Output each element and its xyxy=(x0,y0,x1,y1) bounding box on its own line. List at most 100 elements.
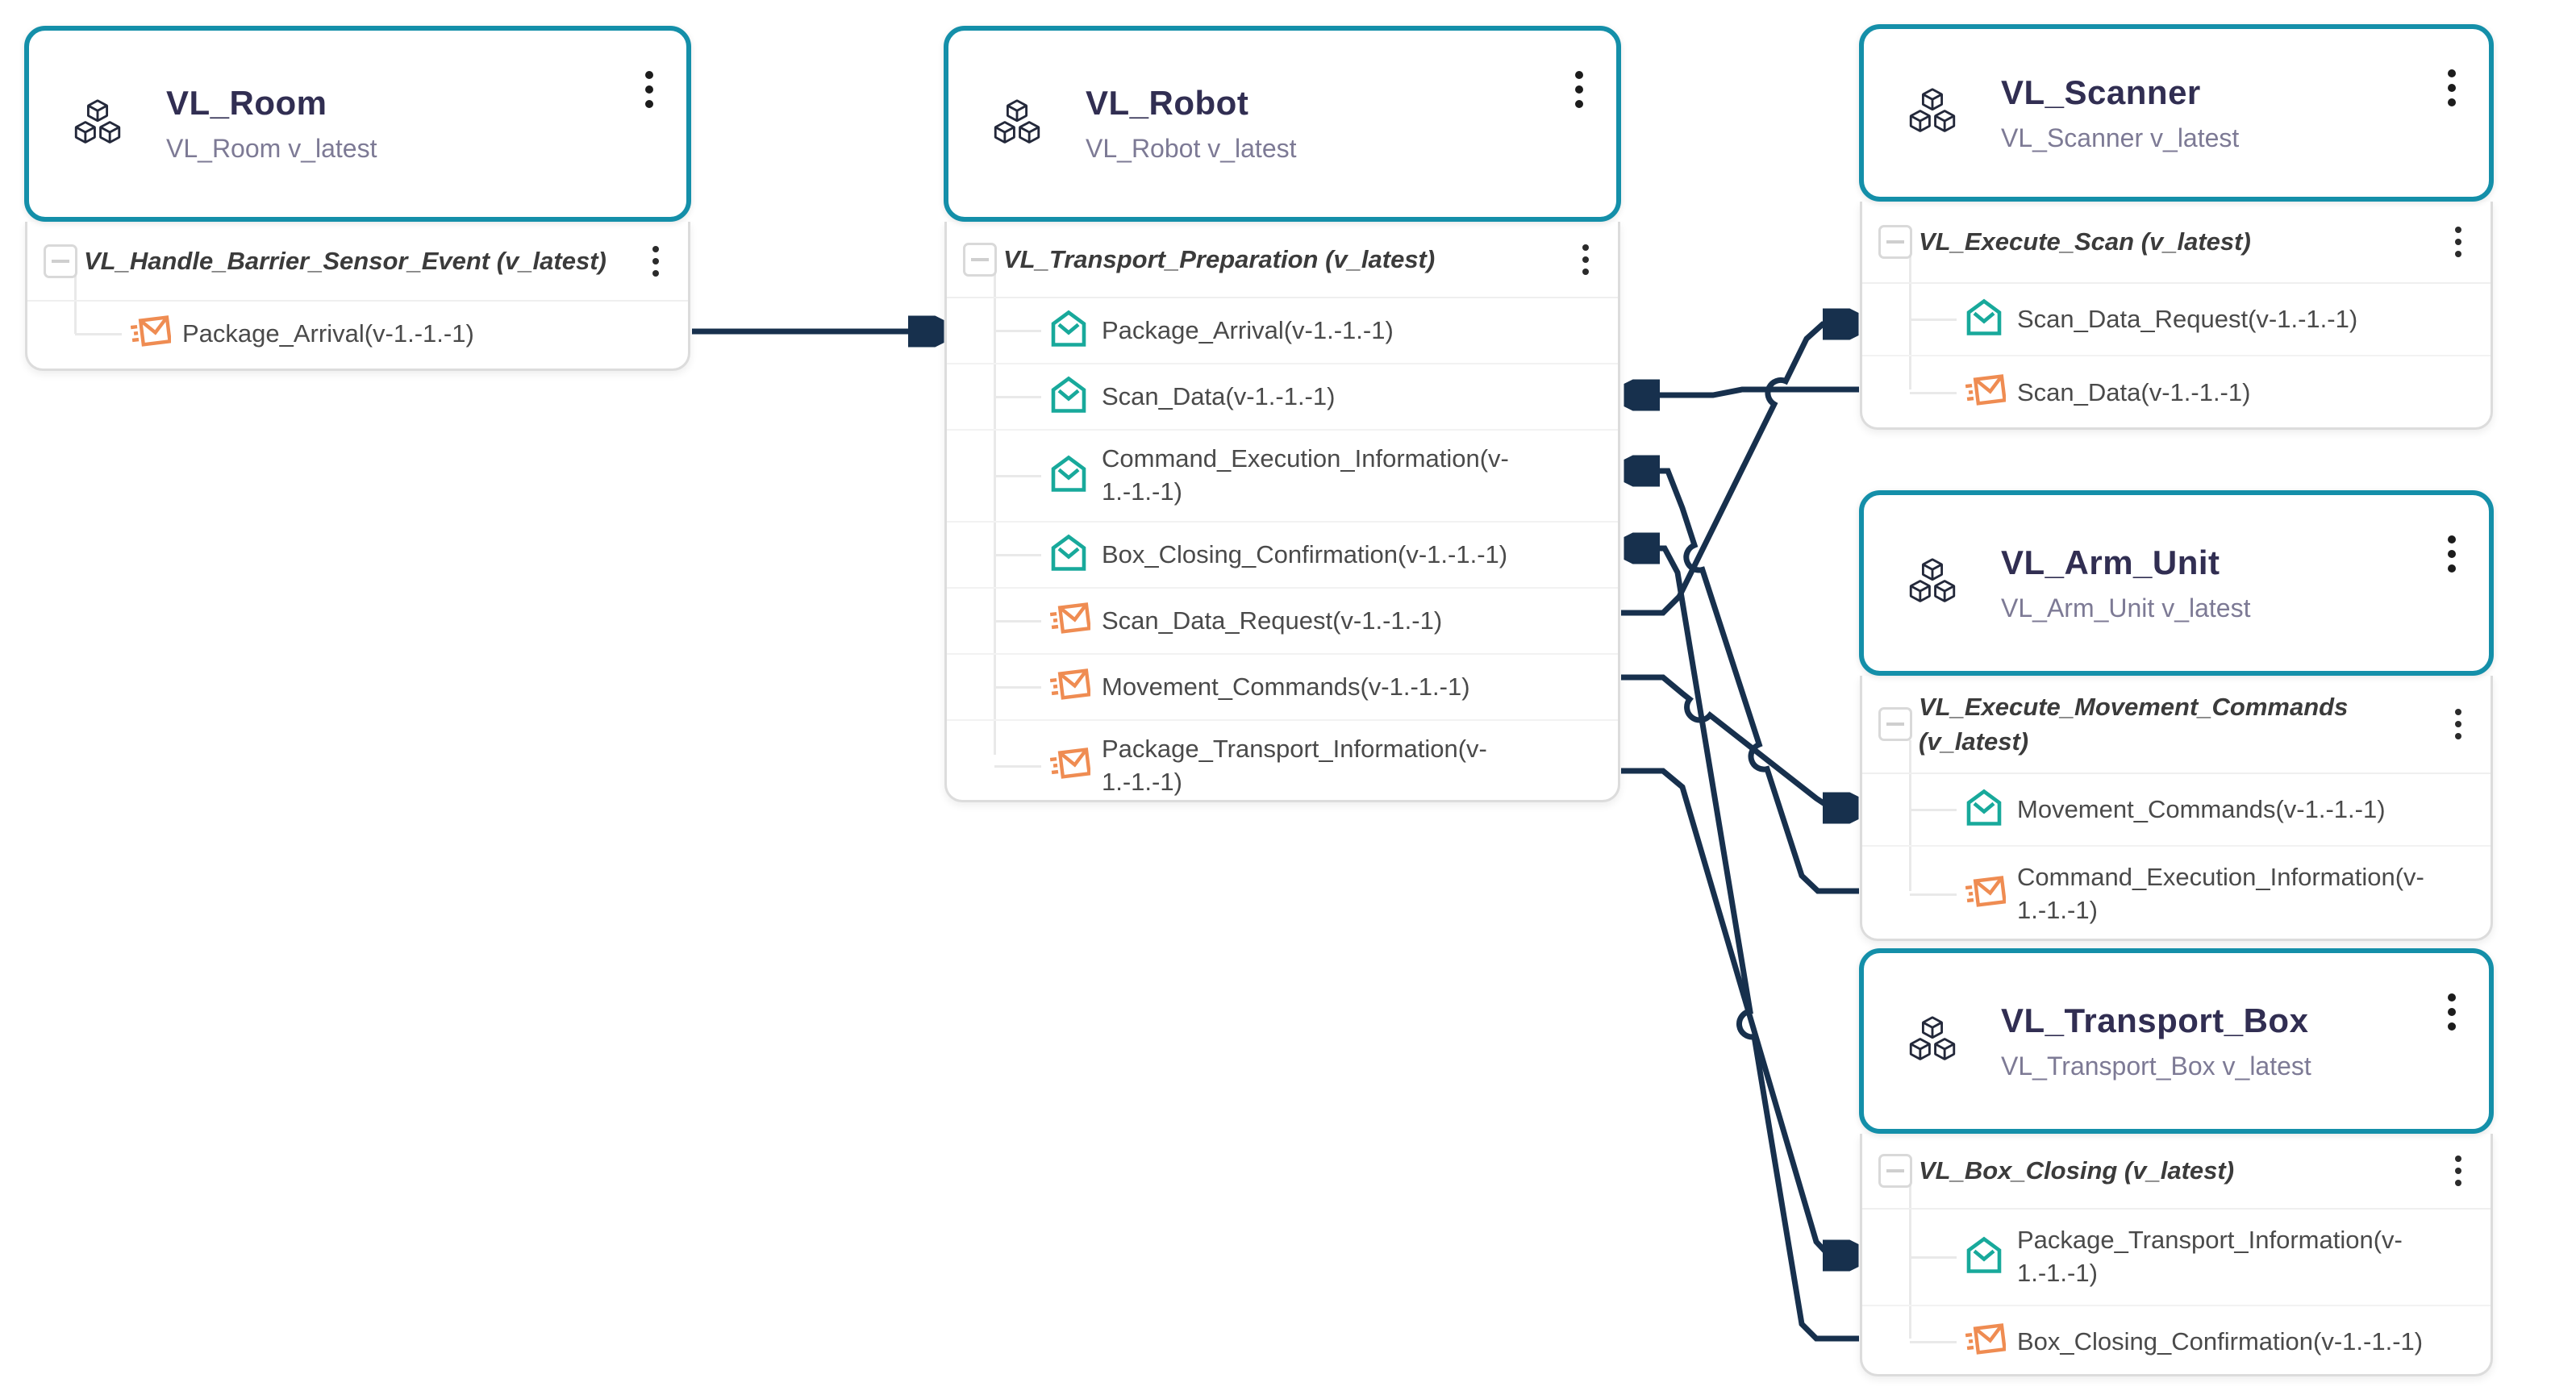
connection-robot-packagetransportinformation-to-transportbox[interactable] xyxy=(1621,768,1849,1256)
collapse-minus-icon[interactable] xyxy=(1878,707,1912,741)
send-message-icon xyxy=(131,314,171,354)
vl-transport-box-service-group: VL_Box_Closing (v_latest) Package_Transp… xyxy=(1860,1134,2493,1376)
component-title: VL_Arm_Unit xyxy=(2001,543,2220,581)
component-title: VL_Transport_Box xyxy=(2001,1001,2309,1039)
service-title: VL_Execute_Scan (v_latest) xyxy=(1919,227,2251,256)
cubes-icon xyxy=(1906,87,1959,139)
port-label: Scan_Data_Request(v-1.-1.-1) xyxy=(1102,606,1443,635)
tree-line xyxy=(1909,253,1911,389)
vl-scanner-service-group: VL_Execute_Scan (v_latest) Scan_Data_Req… xyxy=(1860,202,2493,430)
component-version: VL_Transport_Box v_latest xyxy=(2001,1051,2311,1081)
send-message-icon xyxy=(1050,602,1090,641)
tree-line xyxy=(1909,740,1911,891)
port-row[interactable]: Command_Execution_Information(v-1.-1.-1) xyxy=(1862,847,2491,942)
collapse-minus-icon[interactable] xyxy=(44,244,77,278)
service-section: VL_Execute_Movement_Commands (v_latest) xyxy=(1862,676,2491,774)
vl-room-service-group: VL_Handle_Barrier_Sensor_Event (v_latest… xyxy=(25,222,690,371)
receive-message-icon xyxy=(1965,1236,2003,1279)
kebab-menu-icon[interactable] xyxy=(2442,1147,2474,1195)
component-title: VL_Room xyxy=(166,84,327,122)
port-row[interactable]: Box_Closing_Confirmation(v-1.-1.-1) xyxy=(947,523,1618,589)
component-version: VL_Scanner v_latest xyxy=(2001,123,2240,152)
port-row[interactable]: Movement_Commands(v-1.-1.-1) xyxy=(947,655,1618,721)
service-section: VL_Box_Closing (v_latest) xyxy=(1862,1134,2491,1210)
port-row[interactable]: Package_Arrival(v-1.-1.-1) xyxy=(27,302,688,366)
receive-message-icon xyxy=(1965,789,2003,831)
connection-scanner-scandata-to-robot[interactable] xyxy=(1634,389,1859,395)
service-section: VL_Execute_Scan (v_latest) xyxy=(1862,202,2491,284)
port-row[interactable]: Package_Arrival(v-1.-1.-1) xyxy=(947,298,1618,364)
vl-arm-unit-card[interactable]: VL_Arm_Unit VL_Arm_Unit v_latest xyxy=(1859,490,2494,676)
service-section: VL_Transport_Preparation (v_latest) xyxy=(947,222,1618,298)
service-title: VL_Handle_Barrier_Sensor_Event (v_latest… xyxy=(84,246,606,275)
port-label: Package_Transport_Information(v-1.-1.-1) xyxy=(2017,1226,2403,1287)
port-label: Command_Execution_Information(v-1.-1.-1) xyxy=(1102,444,1509,506)
vl-robot-service-group: VL_Transport_Preparation (v_latest) Pack… xyxy=(944,222,1620,802)
send-message-icon xyxy=(1965,1322,2006,1362)
port-label: Scan_Data(v-1.-1.-1) xyxy=(2017,377,2251,406)
component-version: VL_Arm_Unit v_latest xyxy=(2001,593,2251,623)
tree-line xyxy=(994,272,996,755)
connection-robot-scandatarequest-to-scanner[interactable] xyxy=(1621,324,1849,616)
port-row[interactable]: Package_Transport_Information(v-1.-1.-1) xyxy=(947,721,1618,811)
receive-message-icon xyxy=(1965,298,2003,341)
kebab-menu-icon[interactable] xyxy=(2436,526,2468,582)
port-row[interactable]: Box_Closing_Confirmation(v-1.-1.-1) xyxy=(1862,1306,2491,1377)
collapse-minus-icon[interactable] xyxy=(963,242,997,277)
service-title: VL_Box_Closing (v_latest) xyxy=(1919,1156,2235,1185)
port-row[interactable]: Scan_Data_Request(v-1.-1.-1) xyxy=(1862,284,2491,356)
kebab-menu-icon[interactable] xyxy=(1569,235,1602,284)
send-message-icon xyxy=(1050,747,1090,786)
collapse-minus-icon[interactable] xyxy=(1878,1154,1912,1188)
port-label: Movement_Commands(v-1.-1.-1) xyxy=(2017,794,2386,823)
receive-message-icon xyxy=(1050,534,1087,577)
kebab-menu-icon[interactable] xyxy=(2442,700,2474,748)
kebab-menu-icon[interactable] xyxy=(1563,61,1595,118)
vl-robot-card[interactable]: VL_Robot VL_Robot v_latest xyxy=(944,26,1621,222)
kebab-menu-icon[interactable] xyxy=(2436,60,2468,116)
kebab-menu-icon[interactable] xyxy=(633,61,665,118)
port-row[interactable]: Scan_Data_Request(v-1.-1.-1) xyxy=(947,589,1618,655)
component-version: VL_Room v_latest xyxy=(166,134,377,163)
connection-transportbox-boxclosingconfirmation-to-robot[interactable] xyxy=(1634,548,1859,1342)
receive-message-icon xyxy=(1050,455,1087,498)
port-label: Package_Arrival(v-1.-1.-1) xyxy=(1102,315,1394,344)
port-label: Scan_Data(v-1.-1.-1) xyxy=(1102,381,1336,410)
port-label: Package_Transport_Information(v-1.-1.-1) xyxy=(1102,735,1487,796)
send-message-icon xyxy=(1965,373,2006,413)
component-version: VL_Robot v_latest xyxy=(1086,134,1297,163)
port-row[interactable]: Command_Execution_Information(v-1.-1.-1) xyxy=(947,431,1618,523)
tree-line xyxy=(74,273,77,334)
kebab-menu-icon[interactable] xyxy=(2442,218,2474,266)
send-message-icon xyxy=(1965,875,2006,914)
vl-scanner-card[interactable]: VL_Scanner VL_Scanner v_latest xyxy=(1859,24,2494,202)
cubes-icon xyxy=(990,98,1044,150)
tree-stub xyxy=(75,333,122,335)
vl-room-card[interactable]: VL_Room VL_Room v_latest xyxy=(24,26,691,222)
kebab-menu-icon[interactable] xyxy=(640,237,672,285)
port-row[interactable]: Package_Transport_Information(v-1.-1.-1) xyxy=(1862,1210,2491,1306)
component-title: VL_Robot xyxy=(1086,84,1249,122)
port-row[interactable]: Scan_Data(v-1.-1.-1) xyxy=(947,364,1618,431)
component-title: VL_Scanner xyxy=(2001,73,2201,111)
vl-arm-unit-service-group: VL_Execute_Movement_Commands (v_latest) … xyxy=(1860,676,2493,941)
receive-message-icon xyxy=(1050,310,1087,352)
cubes-icon xyxy=(71,98,124,150)
collapse-minus-icon[interactable] xyxy=(1878,225,1912,259)
service-title: VL_Execute_Movement_Commands (v_latest) xyxy=(1919,692,2349,756)
port-label: Command_Execution_Information(v-1.-1.-1) xyxy=(2017,863,2424,924)
port-row[interactable]: Movement_Commands(v-1.-1.-1) xyxy=(1862,774,2491,847)
port-label: Box_Closing_Confirmation(v-1.-1.-1) xyxy=(2017,1326,2424,1355)
cubes-icon xyxy=(1906,557,1959,609)
service-section: VL_Handle_Barrier_Sensor_Event (v_latest… xyxy=(27,222,688,302)
vl-transport-box-card[interactable]: VL_Transport_Box VL_Transport_Box v_late… xyxy=(1859,948,2494,1134)
kebab-menu-icon[interactable] xyxy=(2436,984,2468,1040)
connection-armunit-commandexecutioninformation-to-robot[interactable] xyxy=(1634,471,1859,894)
port-label: Box_Closing_Confirmation(v-1.-1.-1) xyxy=(1102,539,1508,568)
receive-message-icon xyxy=(1050,376,1087,418)
tree-line xyxy=(1909,1184,1911,1339)
connection-robot-movementcommands-to-armunit[interactable] xyxy=(1621,674,1849,808)
service-title: VL_Transport_Preparation (v_latest) xyxy=(1003,244,1436,273)
port-row[interactable]: Scan_Data(v-1.-1.-1) xyxy=(1862,356,2491,429)
